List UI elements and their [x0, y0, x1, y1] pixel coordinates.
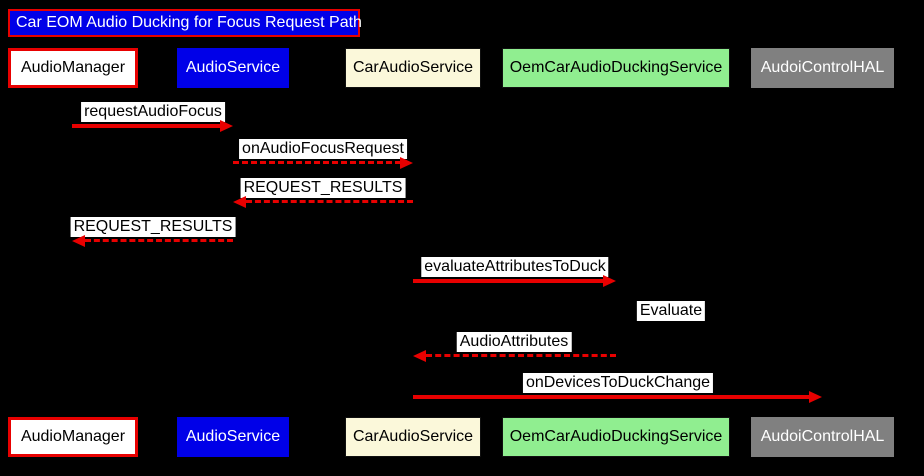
message-line-requestaudiofocus	[72, 124, 221, 128]
message-line-onaudiofocusrequest	[233, 161, 401, 164]
arrowhead-right-icon	[809, 391, 822, 403]
message-label-request-results-1: REQUEST_RESULTS	[240, 178, 406, 198]
participant-bottom-audiomanager: AudioManager	[8, 417, 138, 457]
message-line-ondevicestoduckchange	[413, 395, 810, 399]
participant-label: CarAudioService	[352, 59, 474, 76]
message-label-ondevicestoduckchange: onDevicesToDuckChange	[522, 373, 714, 393]
participant-bottom-audoicontrolhal: AudoiControlHAL	[751, 417, 894, 457]
arrowhead-left-icon	[233, 196, 246, 208]
participant-label: OemCarAudioDuckingService	[509, 428, 723, 445]
arrowhead-right-icon	[603, 275, 616, 287]
participant-label: AudioService	[185, 428, 281, 445]
message-line-request-results-1	[246, 200, 413, 203]
participant-label: AudioManager	[20, 428, 126, 445]
participant-bottom-caraudioservice: CarAudioService	[345, 417, 481, 457]
message-line-audioattributes	[426, 354, 616, 357]
participant-label: AudoiControlHAL	[760, 59, 885, 76]
participant-top-audoicontrolhal: AudoiControlHAL	[751, 48, 894, 88]
message-label-audioattributes: AudioAttributes	[456, 332, 572, 352]
message-line-evaluateattributestoduck	[413, 279, 604, 283]
participant-top-oemcaraudioduckingservice: OemCarAudioDuckingService	[502, 48, 730, 88]
participant-label: AudioManager	[20, 59, 126, 76]
participant-label: AudioService	[185, 59, 281, 76]
message-label-onaudiofocusrequest: onAudioFocusRequest	[239, 139, 407, 159]
participant-top-caraudioservice: CarAudioService	[345, 48, 481, 88]
message-label-evaluate: Evaluate	[636, 301, 706, 321]
message-label-request-results-2: REQUEST_RESULTS	[70, 217, 236, 237]
arrowhead-right-icon	[220, 120, 233, 132]
participant-bottom-audioservice: AudioService	[177, 417, 289, 457]
diagram-title: Car EOM Audio Ducking for Focus Request …	[8, 9, 362, 37]
participant-bottom-oemcaraudioduckingservice: OemCarAudioDuckingService	[502, 417, 730, 457]
arrowhead-left-icon	[72, 235, 85, 247]
participant-top-audioservice: AudioService	[177, 48, 289, 88]
arrowhead-right-icon	[400, 157, 413, 169]
message-label-evaluateattributestoduck: evaluateAttributesToDuck	[421, 257, 609, 277]
message-line-request-results-2	[85, 239, 233, 242]
participant-label: OemCarAudioDuckingService	[509, 59, 723, 76]
participant-label: AudoiControlHAL	[760, 428, 885, 445]
participant-label: CarAudioService	[352, 428, 474, 445]
participant-top-audiomanager: AudioManager	[8, 48, 138, 88]
arrowhead-left-icon	[413, 350, 426, 362]
message-label-requestaudiofocus: requestAudioFocus	[81, 102, 225, 122]
